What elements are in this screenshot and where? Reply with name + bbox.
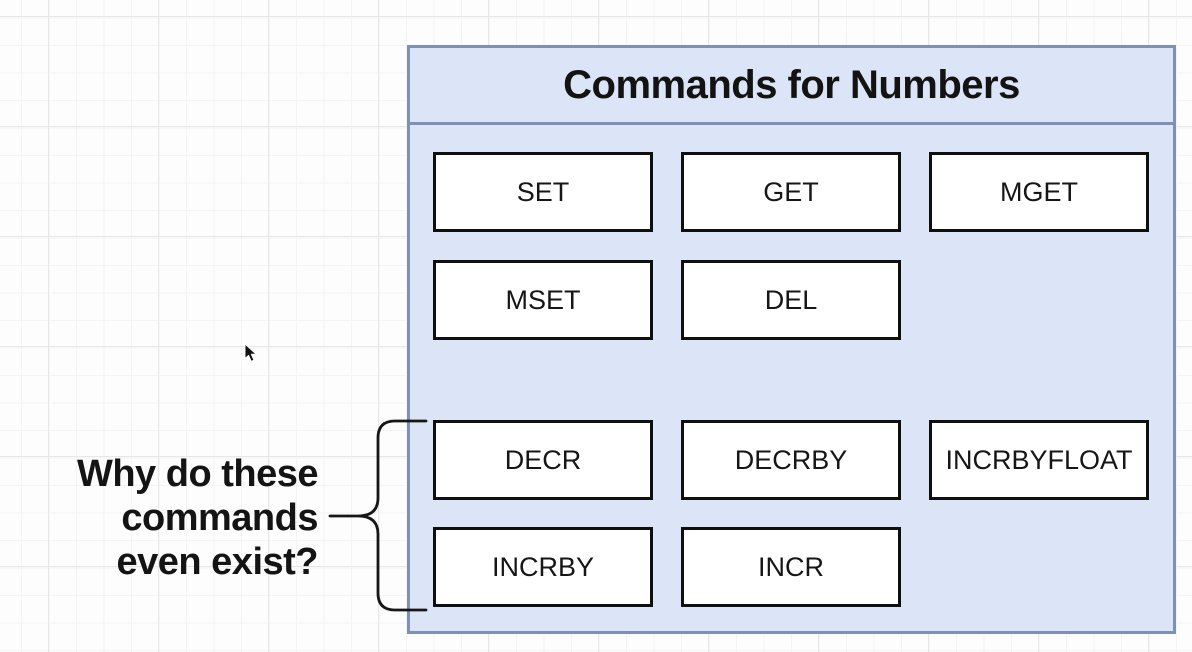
panel-title: Commands for Numbers [563,62,1020,107]
command-label: INCRBY [491,551,594,582]
command-label: INCRBYFLOAT [945,444,1133,475]
command-label: DECRBY [734,444,848,475]
annotation-line: even exist? [116,541,319,583]
annotation-text[interactable]: Why do these commands even exist? [58,452,319,584]
command-label: MSET [505,284,581,315]
command-box-decr[interactable]: DECR [433,420,653,500]
command-box-incrbyfloat[interactable]: INCRBYFLOAT [929,420,1149,500]
command-label: MGET [1000,176,1078,207]
commands-panel[interactable]: Commands for Numbers SET GET MGET MSET D… [407,45,1176,634]
annotation-line: commands [121,497,318,539]
command-box-incrby[interactable]: INCRBY [433,527,653,607]
command-label: DECR [504,444,582,475]
command-box-set[interactable]: SET [433,152,653,232]
command-box-mset[interactable]: MSET [433,260,653,340]
mouse-cursor-icon [244,343,257,362]
command-label: INCR [758,551,824,582]
command-box-mget[interactable]: MGET [929,152,1149,232]
command-box-incr[interactable]: INCR [681,527,901,607]
command-box-decrby[interactable]: DECRBY [681,420,901,500]
annotation-line: Why do these [76,453,319,495]
curly-brace[interactable] [325,410,435,618]
command-box-get[interactable]: GET [681,152,901,232]
command-label: DEL [764,284,818,315]
command-label: GET [763,176,819,207]
command-box-del[interactable]: DEL [681,260,901,340]
command-label: SET [516,176,570,207]
panel-header: Commands for Numbers [410,48,1173,125]
